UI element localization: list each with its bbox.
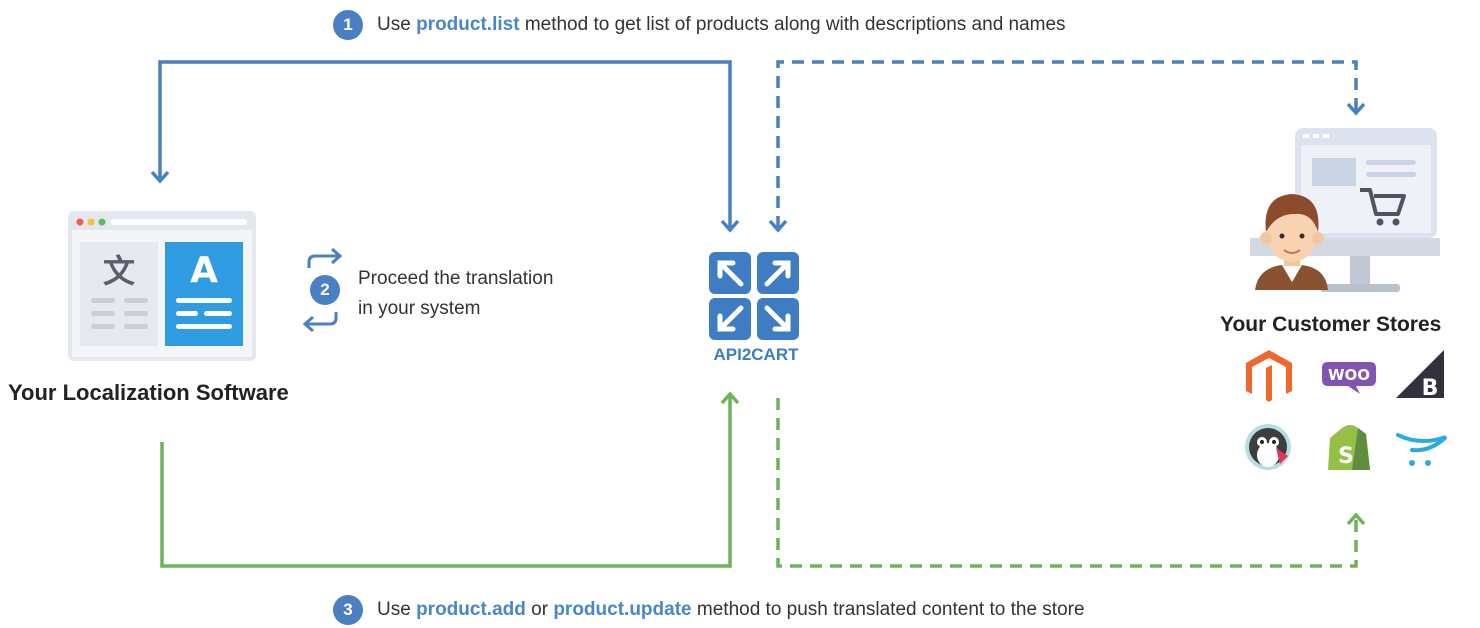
- step-2-caption: 2 Proceed the translation in your system: [302, 248, 622, 338]
- step-1-suffix: method to get list of products along wit…: [524, 14, 1066, 35]
- shopping-cart-icon: [1360, 188, 1406, 216]
- arrow-down-api: [720, 219, 740, 233]
- step-3-suffix: method to push translated content to the…: [696, 599, 1085, 620]
- arrow-down-stores: [1346, 102, 1366, 116]
- api2cart-logo-icon: [709, 252, 799, 340]
- magento-logo-icon: [1246, 350, 1292, 402]
- step-3-prefix: Use: [377, 599, 411, 620]
- step-3-or: or: [531, 599, 549, 620]
- arrow-down-localization: [150, 170, 170, 184]
- prestashop-logo-icon: [1245, 424, 1291, 470]
- step-number-badge: 2: [310, 275, 340, 305]
- step-2-line-2: in your system: [358, 298, 481, 319]
- customer-stores-label: Your Customer Stores: [1220, 313, 1442, 336]
- letter-a-glyph-icon: A: [190, 250, 218, 291]
- method-product-list: product.list: [416, 14, 520, 35]
- shopify-logo-icon: S: [1328, 425, 1370, 470]
- step-1-prefix: Use: [377, 14, 411, 35]
- customer-store-illustration: [1250, 128, 1440, 292]
- flow-line-api-to-localization: [158, 60, 732, 228]
- svg-text:WOO: WOO: [1328, 366, 1370, 384]
- cycle-arrows-icon: [302, 247, 343, 333]
- opencart-logo-icon: [1396, 433, 1448, 466]
- arrow-down-api-dashed: [768, 219, 788, 233]
- svg-text:S: S: [1338, 444, 1354, 469]
- api2cart-label: API2CART: [713, 345, 799, 364]
- step-2-line-1: Proceed the translation: [358, 268, 554, 289]
- step-3-caption: 3 Use product.add or product.update meth…: [333, 595, 1085, 625]
- svg-text:B: B: [1422, 376, 1439, 401]
- step-number-badge: 3: [333, 595, 363, 625]
- method-product-update: product.update: [553, 599, 692, 620]
- flow-line-stores-to-api: [776, 60, 1358, 228]
- localization-software-label: Your Localization Software: [8, 380, 289, 405]
- translate-app-icon: 文 A: [68, 211, 256, 361]
- person-avatar: [1255, 194, 1328, 290]
- flow-line-api-to-stores: [776, 398, 1358, 568]
- method-product-add: product.add: [416, 599, 526, 620]
- chinese-glyph-icon: 文: [103, 252, 135, 290]
- flow-line-localization-to-api: [160, 395, 732, 568]
- step-number-badge: 1: [333, 10, 363, 40]
- arrow-up-stores: [1346, 512, 1366, 526]
- step-1-caption: 1 Use product.list method to get list of…: [333, 10, 1066, 40]
- bigcommerce-logo-icon: B: [1396, 350, 1444, 401]
- arrow-up-api: [720, 391, 740, 405]
- woocommerce-logo-icon: WOO: [1322, 362, 1376, 394]
